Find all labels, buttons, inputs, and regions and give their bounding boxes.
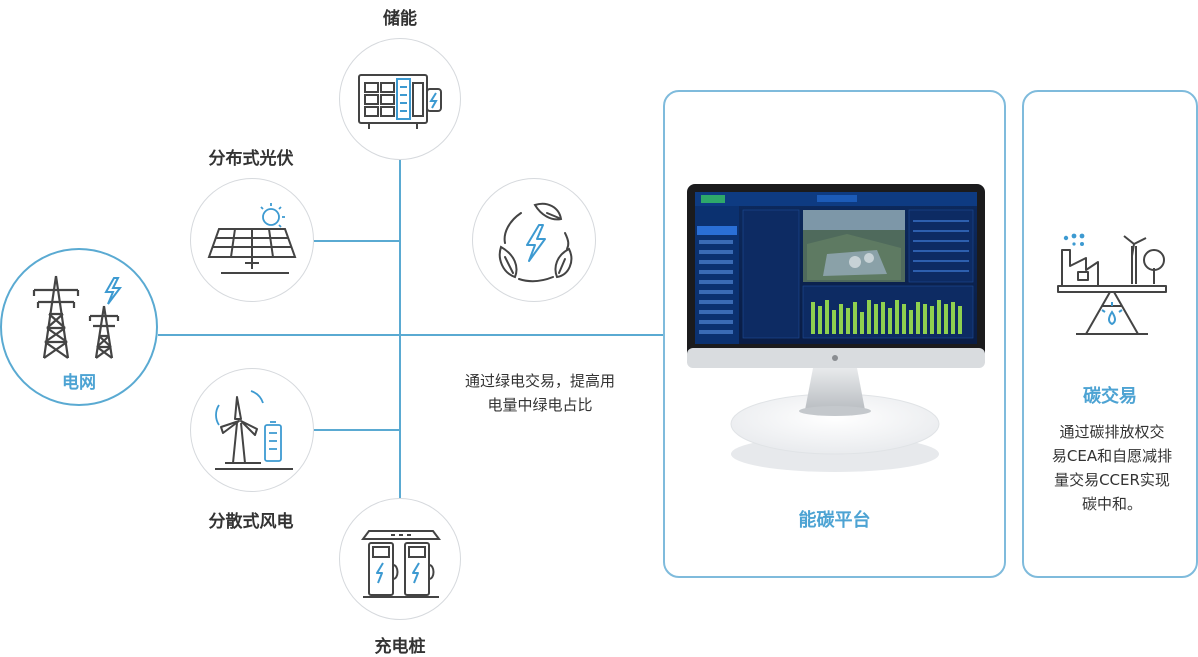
charging-node[interactable] xyxy=(339,498,461,620)
vertical-trunk-line xyxy=(399,160,401,498)
pv-node[interactable] xyxy=(190,178,314,302)
wind-turbine-icon xyxy=(215,390,293,470)
wind-label: 分散式风电 xyxy=(208,512,294,532)
grid-node[interactable]: 电网 xyxy=(0,248,158,406)
pv-branch-line xyxy=(314,240,400,242)
green-energy-node[interactable] xyxy=(472,178,596,302)
wind-node[interactable] xyxy=(190,368,314,492)
main-horizontal-line xyxy=(158,334,665,336)
grid-label: 电网 xyxy=(62,373,96,393)
green-trade-text: 通过绿电交易，提高用 电量中绿电占比 xyxy=(464,372,615,414)
monitor-icon xyxy=(687,184,985,472)
carbon-title: 碳交易 xyxy=(1083,386,1137,407)
pv-label: 分布式光伏 xyxy=(208,149,294,169)
platform-panel[interactable]: 能碳平台 xyxy=(663,90,1006,578)
wind-branch-line xyxy=(314,429,400,431)
storage-label: 储能 xyxy=(383,9,417,29)
power-tower-icon xyxy=(32,275,122,359)
storage-node[interactable] xyxy=(339,38,461,160)
charging-label: 充电桩 xyxy=(374,637,426,657)
battery-storage-icon xyxy=(358,74,442,129)
charging-station-icon xyxy=(361,530,441,598)
solar-panel-icon xyxy=(207,203,297,274)
carbon-factory-icon xyxy=(1057,233,1167,335)
carbon-desc: 通过碳排放权交 易CEA和自愿减排 量交易CCER实现 碳中和。 xyxy=(1051,423,1173,513)
platform-title: 能碳平台 xyxy=(798,510,871,531)
recycle-energy-icon xyxy=(498,202,573,283)
carbon-panel[interactable]: 碳交易 通过碳排放权交 易CEA和自愿减排 量交易CCER实现 碳中和。 xyxy=(1022,90,1198,578)
